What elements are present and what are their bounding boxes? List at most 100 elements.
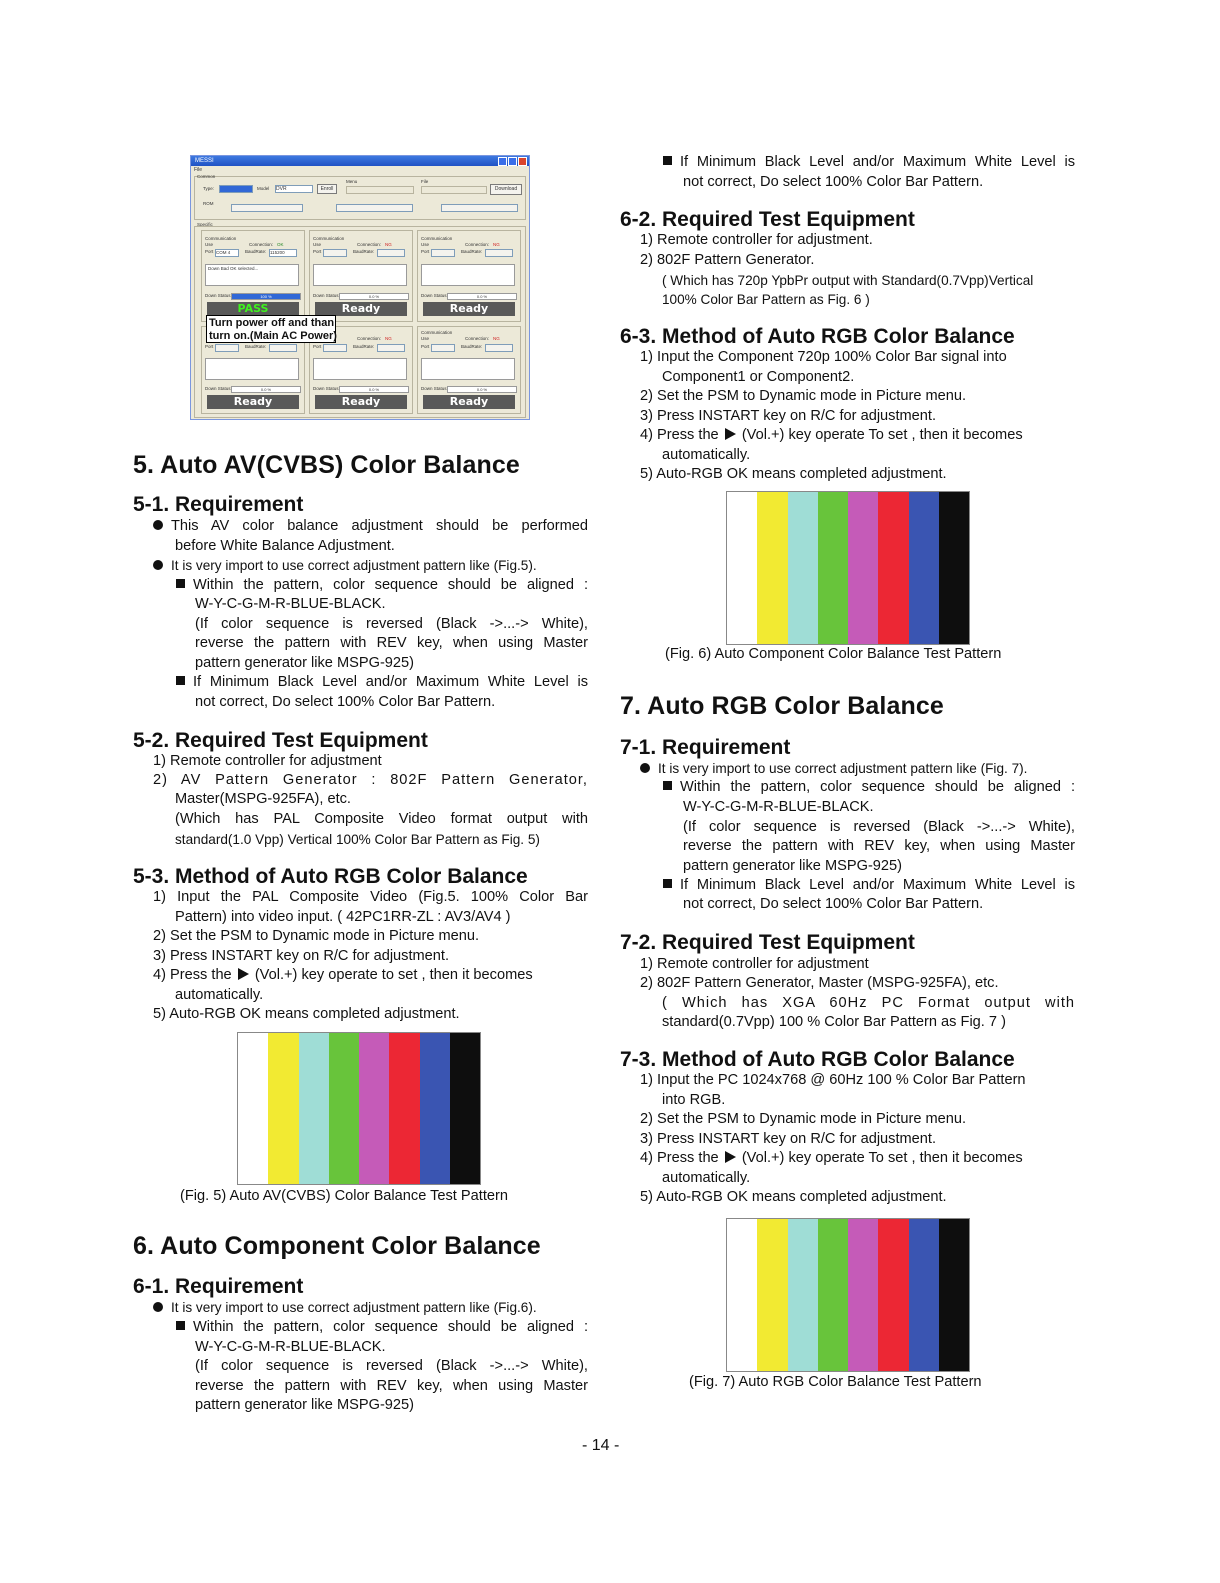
method-line: automatically.	[175, 987, 264, 1003]
square-bullet-icon	[176, 676, 185, 685]
bullet-icon	[153, 560, 163, 570]
req-line: pattern generator like MSPG-925)	[683, 858, 903, 874]
port-label: Port	[313, 249, 322, 254]
equip-line: 1) Remote controller for adjustment	[640, 956, 869, 972]
method-line: 3) Press INSTART key on R/C for adjustme…	[640, 1131, 937, 1147]
method-line: Component1 or Component2.	[662, 369, 855, 385]
bullet-icon	[640, 763, 650, 773]
communication-label: Communication	[421, 236, 453, 241]
log-box	[313, 358, 407, 380]
connection-label: Connection:	[465, 242, 490, 247]
model-value: DVR	[276, 186, 287, 192]
down-status-label: Down Status:	[313, 293, 340, 298]
log-box	[313, 264, 407, 286]
equip-line: 2) 802F Pattern Generator.	[640, 252, 815, 268]
method-line: into RGB.	[662, 1092, 726, 1108]
req-line: pattern generator like MSPG-925)	[195, 1397, 415, 1413]
status-ready: Ready	[207, 395, 299, 409]
req-line: If Minimum Black Level and/or Maximum Wh…	[663, 876, 1075, 896]
window-controls[interactable]	[498, 157, 527, 166]
fig6-caption: (Fig. 6) Auto Component Color Balance Te…	[665, 646, 1002, 662]
connection-status: NG	[385, 242, 392, 247]
color-bar-black	[938, 492, 969, 644]
equip-line: 100% Color Bar Pattern as Fig. 6 )	[662, 292, 870, 307]
baudrate-label: BaudRate:	[353, 344, 375, 349]
method-line: 1) Input the PC 1024x768 @ 60Hz 100 % Co…	[640, 1072, 1026, 1088]
window-titlebar: MESSI	[191, 156, 529, 166]
model-select[interactable]: DVR	[275, 185, 313, 193]
rom-path-field[interactable]	[231, 204, 303, 212]
baudrate-select[interactable]	[377, 249, 405, 257]
progress-bar: 0.0 %	[339, 386, 409, 393]
method-line: 2) Set the PSM to Dynamic mode in Pictur…	[640, 388, 967, 404]
section-7-3-title: 7-3. Method of Auto RGB Color Balance	[620, 1048, 1015, 1071]
status-ready: Ready	[423, 302, 515, 316]
communication-label: Communication	[313, 236, 345, 241]
connection-status: OK	[277, 242, 284, 247]
type-select[interactable]	[219, 185, 253, 193]
minimize-icon[interactable]	[498, 157, 507, 166]
req-line: (If color sequence is reversed (Black ->…	[195, 1358, 588, 1374]
play-icon	[237, 968, 249, 980]
square-bullet-icon	[176, 579, 185, 588]
bullet-icon	[153, 1302, 163, 1312]
baudrate-label: BaudRate:	[245, 344, 267, 349]
log-box	[421, 264, 515, 286]
color-bar-blue	[908, 492, 939, 644]
baudrate-select[interactable]	[485, 344, 513, 352]
status-ready: Ready	[315, 395, 407, 409]
method-line: 5) Auto-RGB OK means completed adjustmen…	[153, 1006, 460, 1022]
section-6-2-title: 6-2. Required Test Equipment	[620, 208, 915, 231]
port-select[interactable]	[431, 344, 455, 352]
req-line: (If color sequence is reversed (Black ->…	[195, 616, 588, 632]
close-icon[interactable]	[518, 157, 527, 166]
method-line: 3) Press INSTART key on R/C for adjustme…	[153, 948, 450, 964]
connection-status: NG	[493, 336, 500, 341]
section-5-1-title: 5-1. Requirement	[133, 493, 304, 516]
color-bar-cyan	[787, 492, 818, 644]
use-checkbox[interactable]: Use	[313, 242, 322, 247]
port-select[interactable]	[323, 344, 347, 352]
use-checkbox[interactable]: Use	[421, 336, 430, 341]
use-checkbox[interactable]: Use	[421, 242, 430, 247]
port-select[interactable]	[323, 249, 347, 257]
req-line: before White Balance Adjustment.	[175, 538, 395, 554]
baudrate-label: BaudRate:	[461, 344, 483, 349]
equip-line: standard(0.7Vpp) 100 % Color Bar Pattern…	[662, 1014, 1006, 1030]
bullet-icon	[153, 520, 163, 530]
req-line: Within the pattern, color sequence shoul…	[663, 778, 1075, 798]
enroll-button[interactable]: Enroll	[317, 184, 337, 194]
equip-line: standard(1.0 Vpp) Vertical 100% Color Ba…	[175, 832, 540, 847]
color-bar-blue	[419, 1033, 450, 1184]
menu-path-field[interactable]	[336, 204, 413, 212]
port-select[interactable]: COM 4	[215, 249, 239, 257]
method-line: 5) Auto-RGB OK means completed adjustmen…	[640, 1189, 947, 1205]
download-button[interactable]: Download	[490, 184, 522, 195]
progress-bar: 0.0 %	[231, 386, 301, 393]
baudrate-select[interactable]	[269, 344, 297, 352]
color-bar-white	[238, 1033, 269, 1184]
port-select[interactable]	[215, 344, 239, 352]
color-bar-cyan	[298, 1033, 329, 1184]
color-bar-red	[878, 492, 909, 644]
maximize-icon[interactable]	[508, 157, 517, 166]
file-options[interactable]	[421, 186, 487, 194]
port-select[interactable]	[431, 249, 455, 257]
connection-label: Connection:	[249, 242, 274, 247]
color-bar-white	[727, 1219, 758, 1371]
color-bar-red	[389, 1033, 420, 1184]
baudrate-select[interactable]: 115200	[269, 249, 297, 257]
progress-value: 0.0 %	[260, 387, 272, 392]
req-line: Within the pattern, color sequence shoul…	[176, 1318, 588, 1338]
menu-options[interactable]	[346, 186, 414, 194]
file-path-field[interactable]	[441, 204, 518, 212]
baudrate-value: 115200	[270, 250, 285, 255]
baudrate-select[interactable]	[485, 249, 513, 257]
station-panel-6	[417, 326, 521, 414]
use-checkbox[interactable]: Use	[205, 242, 214, 247]
port-label: Port	[205, 249, 214, 254]
baudrate-select[interactable]	[377, 344, 405, 352]
method-line: 3) Press INSTART key on R/C for adjustme…	[640, 408, 937, 424]
menu-file[interactable]: File	[194, 167, 203, 173]
communication-label: Communication	[205, 236, 237, 241]
